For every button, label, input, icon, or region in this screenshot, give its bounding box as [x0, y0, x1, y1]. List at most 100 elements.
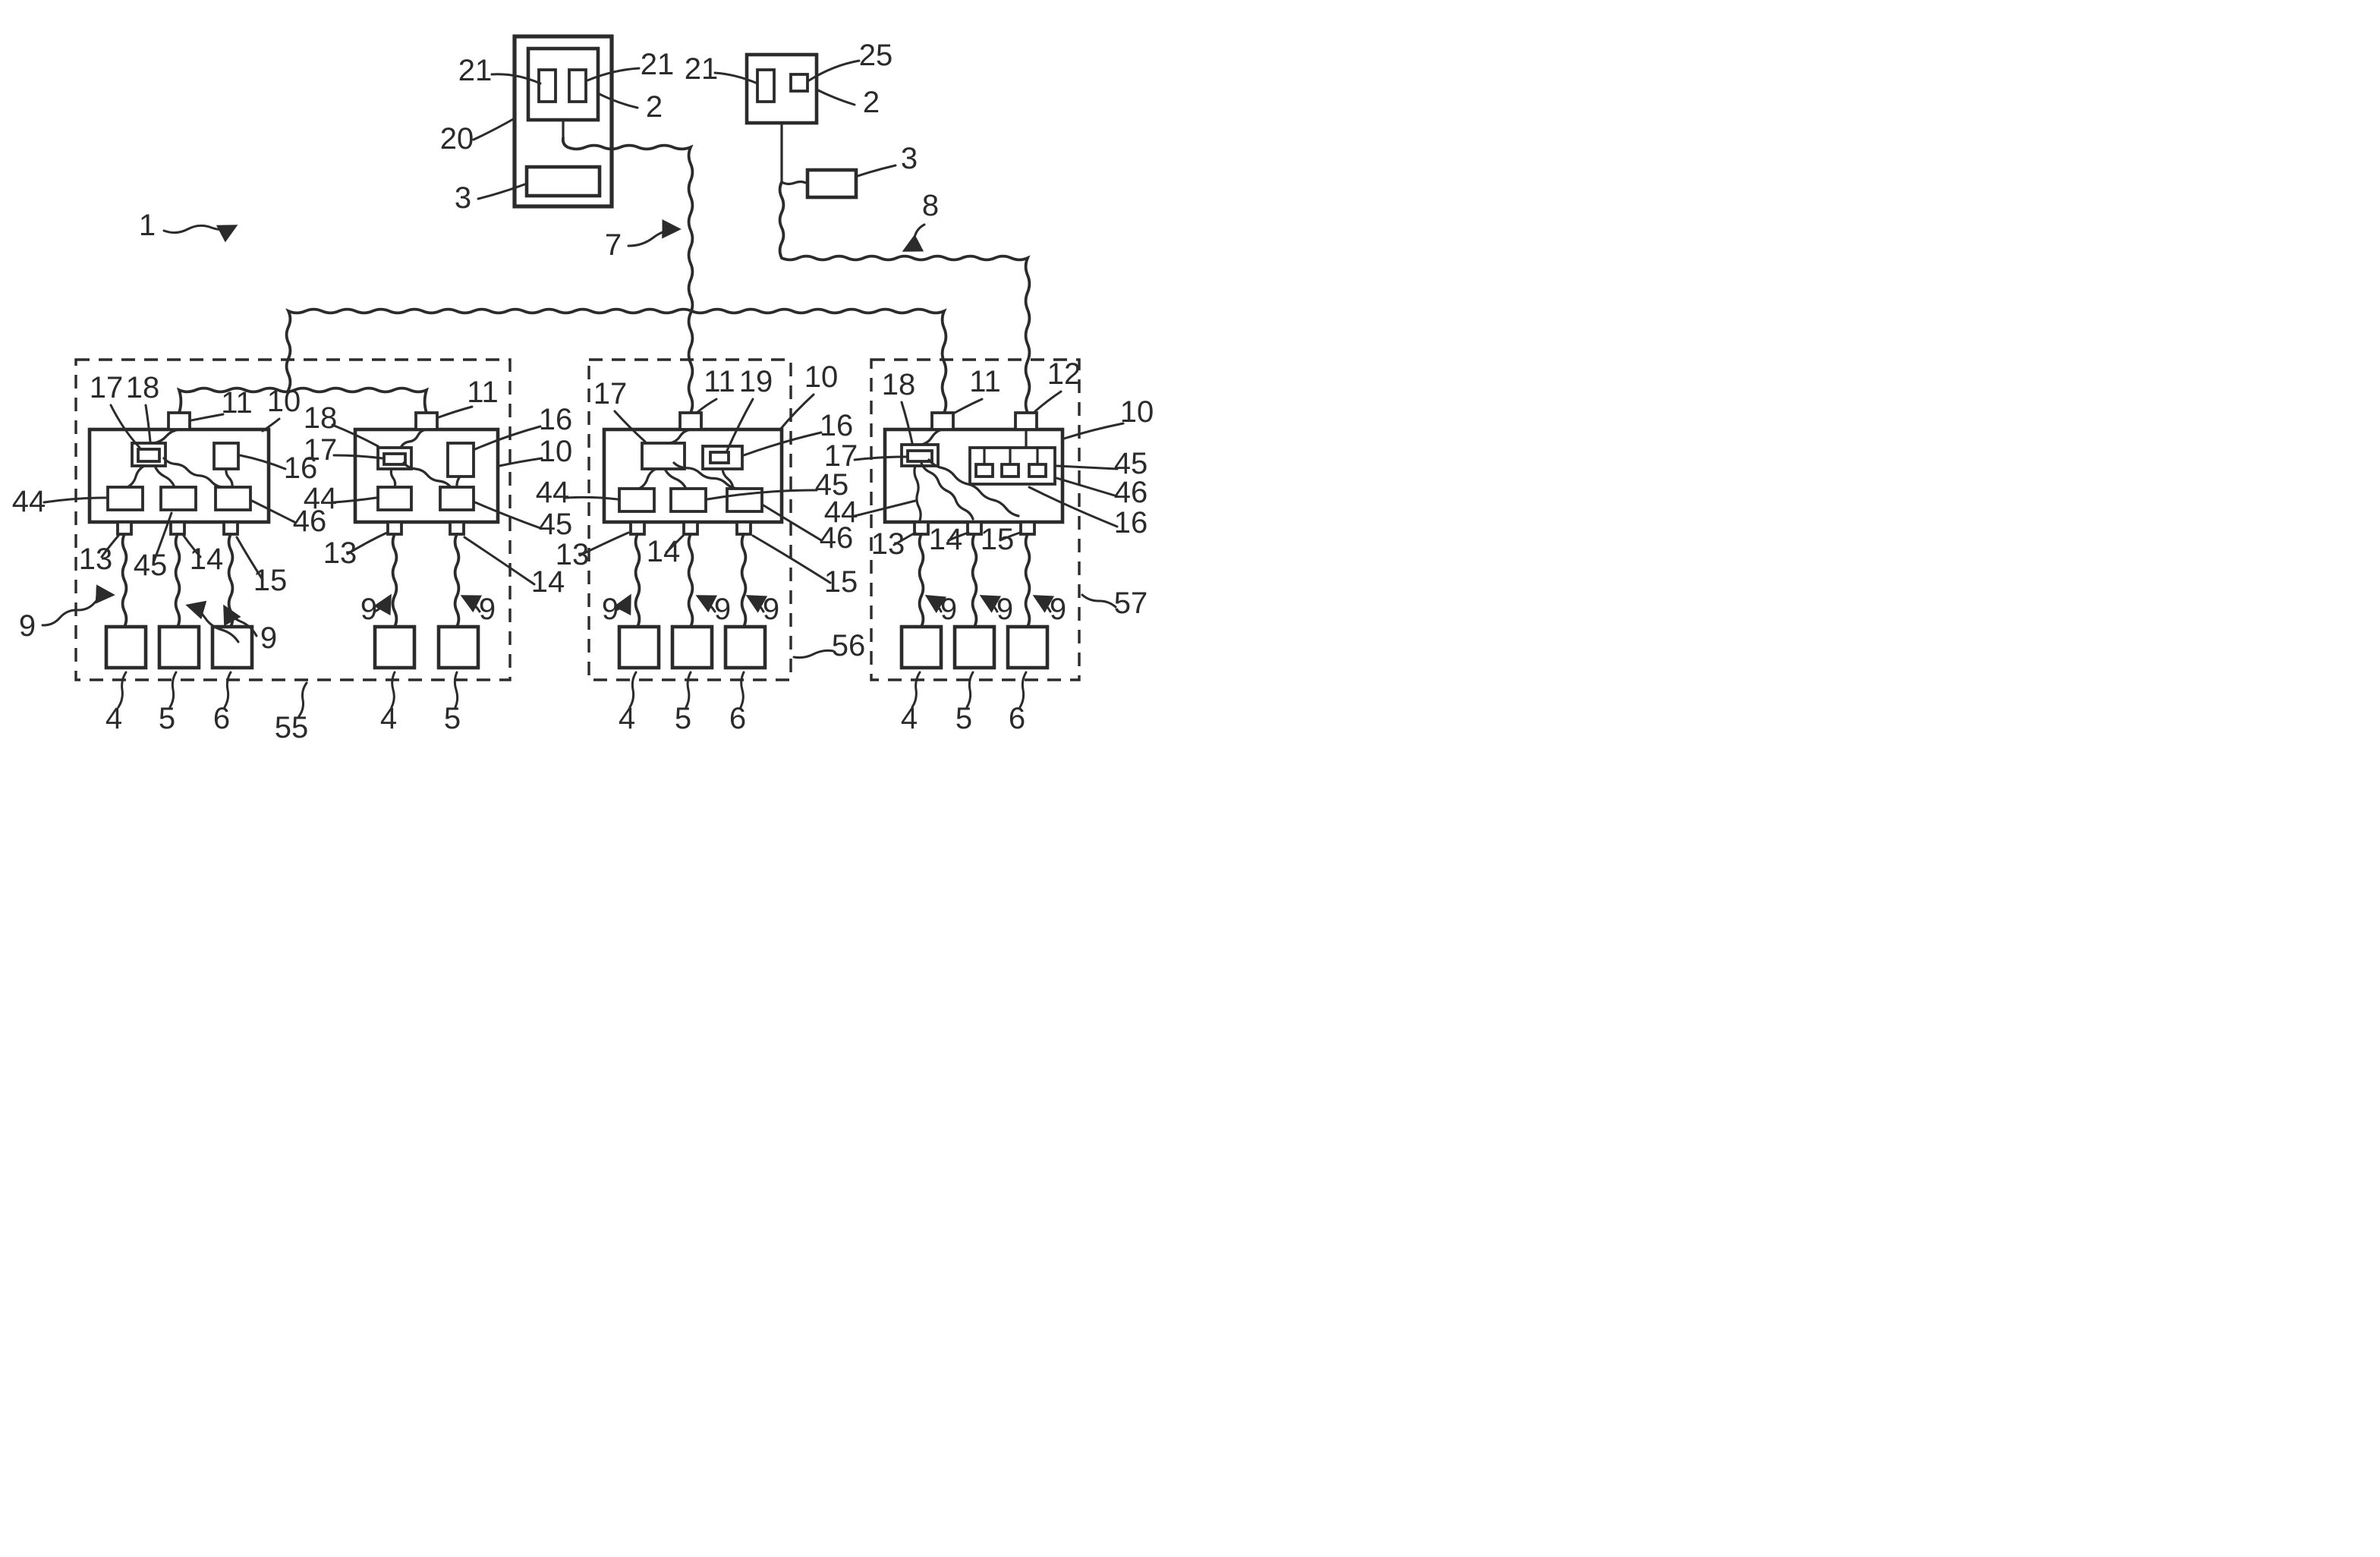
leader-55 — [298, 681, 308, 718]
unit4-ref-44: 44 — [824, 495, 858, 529]
unit3-leader-13 — [578, 531, 630, 557]
unit4-ref-4: 4 — [901, 702, 918, 735]
unit1-ref-9-left: 9 — [19, 609, 36, 643]
leader-57 — [1081, 593, 1117, 609]
wire-7-trunk — [561, 137, 694, 414]
unit1-leader-11 — [190, 413, 225, 422]
unit1-ref-16: 16 — [284, 451, 318, 485]
wire-8-trunk — [778, 181, 1031, 414]
unit3-ref-4: 4 — [619, 702, 635, 735]
unit4-leader-15 — [999, 531, 1022, 542]
unit4-device-6 — [1006, 624, 1050, 670]
unit2-ref-14: 14 — [531, 565, 565, 599]
module-3-box — [524, 165, 602, 198]
unit3-leader-45 — [706, 489, 818, 501]
unit4-ref-5: 5 — [955, 702, 972, 735]
unit3-device-5 — [670, 624, 714, 670]
unit3-chip-17 — [641, 442, 686, 470]
remote-unit-2: 21 25 2 3 — [685, 39, 918, 200]
ref-label-1: 1 — [139, 209, 156, 242]
unit4-connector-11 — [930, 411, 955, 431]
unit3-leader-44 — [565, 495, 619, 501]
battery-3b-box — [805, 168, 858, 200]
unit4-leader-11 — [953, 398, 984, 414]
unit3-link-17-46 — [672, 461, 741, 490]
unit1-leader-9-mid-arrow-b — [185, 600, 240, 643]
unit4-leader-14 — [947, 531, 970, 542]
leader-3b — [856, 164, 897, 178]
unit2-leader-11 — [437, 405, 474, 419]
unit3-connector-11 — [678, 411, 703, 431]
leader-21-left — [490, 73, 542, 85]
unit3-wire-9b — [687, 533, 694, 628]
unit4-device-4 — [899, 624, 943, 670]
unit1-ref-10: 10 — [267, 385, 301, 418]
contact-21-right — [568, 68, 587, 103]
unit3-link-17-44 — [638, 467, 657, 490]
unit4-ref-13: 13 — [871, 527, 905, 561]
unit3-chip-19 — [709, 451, 730, 464]
unit4-leader-16 — [1028, 486, 1119, 528]
ref-label-3b: 3 — [901, 142, 918, 175]
unit3-port-14 — [682, 521, 699, 536]
unit3-ref-14: 14 — [647, 535, 681, 568]
unit2-ref-9b: 9 — [479, 593, 496, 626]
unit2-port-14 — [449, 521, 465, 536]
unit1-ref-46: 46 — [293, 505, 327, 538]
unit3-port-15 — [735, 521, 752, 536]
unit4-leader-9b-arrow — [979, 595, 1002, 613]
unit2-ref-10: 10 — [539, 435, 573, 468]
unit1-leader-45 — [152, 511, 173, 565]
unit4-block-46b — [1028, 463, 1047, 478]
unit4-leader-46 — [1055, 477, 1119, 498]
sensor-unit-3: 17 11 19 10 16 44 45 46 13 14 15 9 9 — [536, 360, 858, 735]
unit2-ref-9a: 9 — [360, 593, 377, 626]
unit4-leader-13 — [892, 531, 917, 546]
unit4-leader-12 — [1034, 390, 1062, 413]
unit4-block-46a — [1000, 463, 1020, 478]
unit1-leader-17 — [109, 404, 141, 449]
unit3-leader-11 — [695, 398, 718, 414]
unit1-ref-6: 6 — [213, 702, 230, 735]
unit2-device-5 — [436, 624, 480, 670]
unit3-link-17-45 — [663, 467, 688, 490]
group-55: 55 17 18 — [12, 358, 573, 744]
group-55-dashed-box — [74, 358, 512, 681]
unit3-leader-16 — [742, 431, 823, 457]
unit1-ref-14: 14 — [190, 543, 224, 576]
unit3-ref-13: 13 — [556, 538, 590, 571]
unit1-block-16 — [212, 442, 240, 470]
unit2-leader-9b-arrow — [460, 595, 483, 613]
unit4-leader-18 — [900, 401, 914, 445]
unit1-link-16-46 — [225, 467, 234, 489]
unit2-ref-11: 11 — [467, 376, 499, 409]
unit3-device-6 — [723, 624, 767, 670]
unit3-leader-19 — [726, 398, 754, 452]
unit2-ref-18: 18 — [304, 401, 338, 435]
leader-7-arrow — [627, 219, 682, 247]
unit1-leader-9-mid-arrow-a — [223, 604, 258, 637]
unit2-link-11-18 — [399, 428, 428, 449]
unit4-port-14 — [966, 521, 983, 536]
contact-21c — [756, 68, 776, 103]
unit1-leader-44 — [42, 496, 108, 504]
group-56-dashed-box — [587, 358, 792, 681]
unit1-leader-15 — [235, 536, 264, 581]
contact-21-left — [537, 68, 557, 103]
unit3-leader-9c-arrow — [745, 595, 768, 613]
leader-20 — [472, 117, 516, 141]
unit2-leader-45 — [474, 501, 542, 530]
sensor-unit-4: 18 11 12 10 17 45 46 16 44 13 14 15 9 — [824, 357, 1154, 735]
unit1-device-6 — [210, 624, 254, 670]
unit1-wire-9b — [174, 533, 181, 628]
unit2-block-45 — [439, 486, 475, 511]
control-unit-20: 21 21 2 20 3 — [440, 34, 674, 215]
unit4-ref-18: 18 — [882, 368, 916, 401]
unit1-block-46 — [214, 486, 252, 511]
unit3-leader-4 — [628, 671, 638, 709]
ref-label-7: 7 — [605, 228, 622, 262]
unit3-ref-19: 19 — [739, 365, 773, 398]
unit2-chip-17 — [382, 452, 407, 466]
